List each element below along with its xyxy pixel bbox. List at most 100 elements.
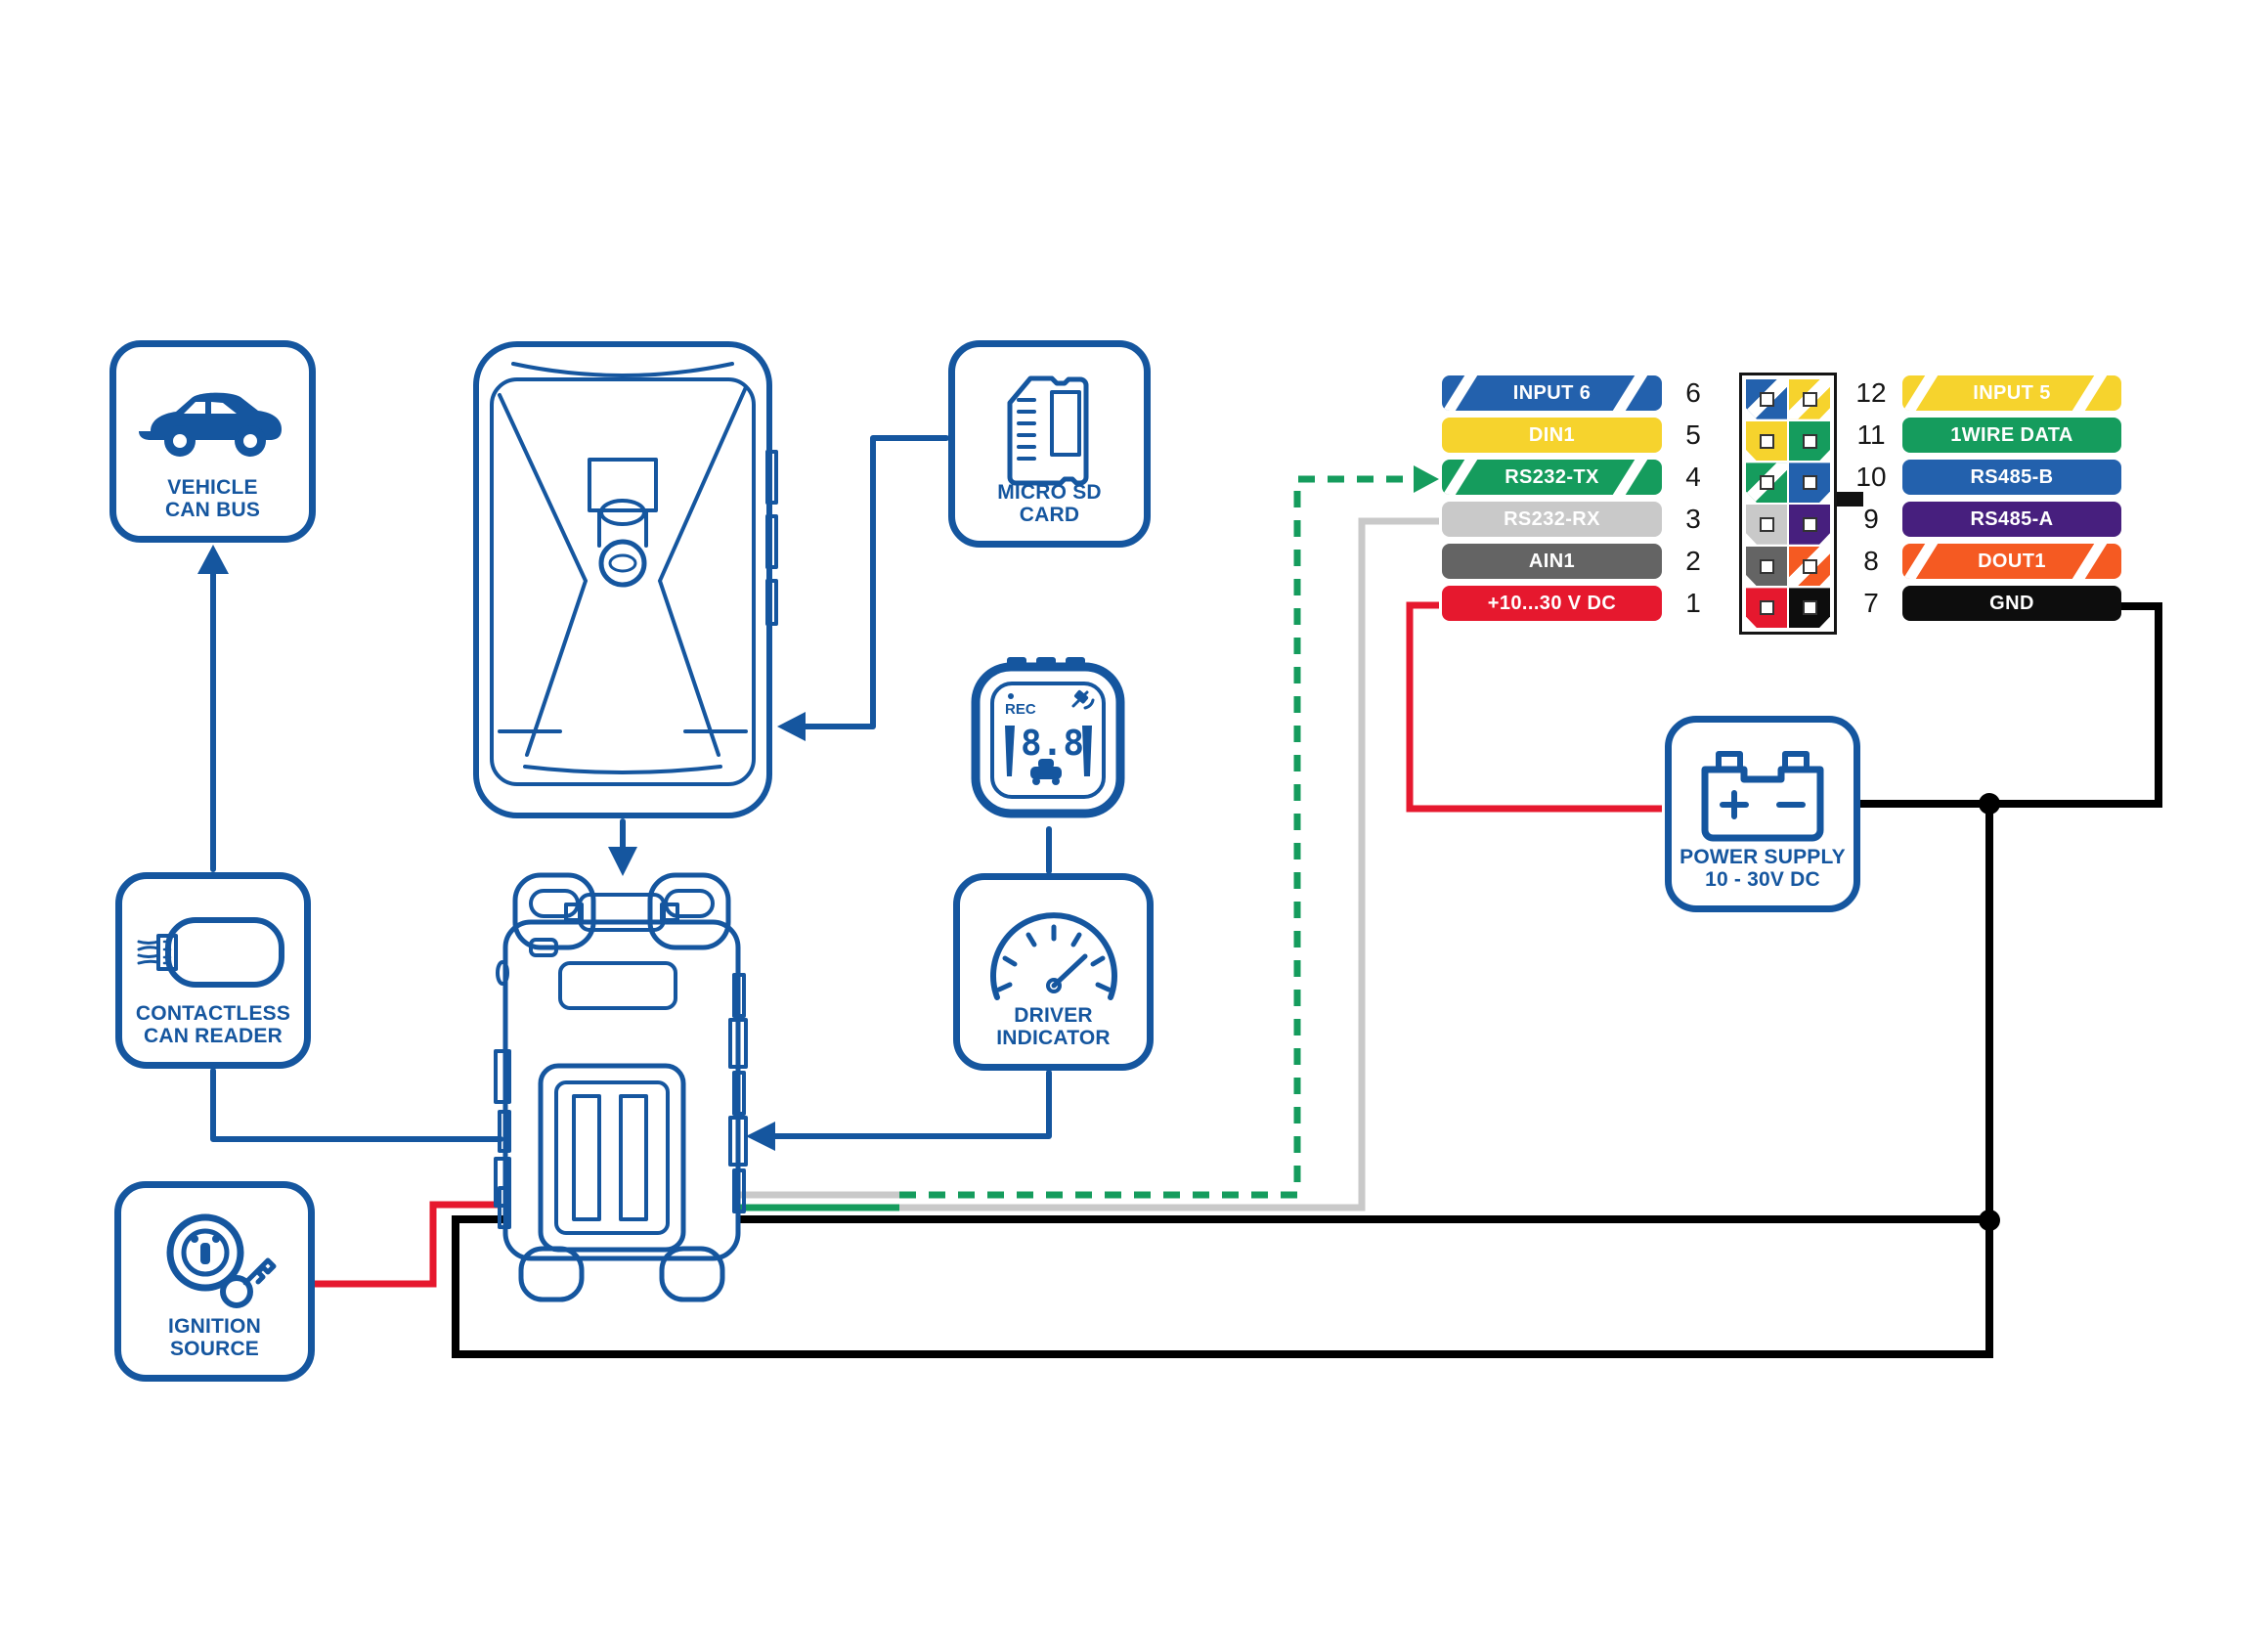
rs232-tx-arrowhead [1414,465,1439,493]
pin-label: RS485-B [1902,460,2121,495]
rs232-rx-wire [736,517,1439,1211]
pinhole [1802,391,1817,407]
pin-row: 7 GND [1840,586,2121,621]
connector-housing [1739,373,1837,635]
tracker-device [494,872,748,1302]
micro-sd-icon [1007,375,1088,486]
signal-bar-right [1082,726,1092,776]
side-button [765,450,778,505]
rec-label: REC [1005,701,1036,718]
can-reader-icon [137,917,284,988]
connector-key-tab [1837,492,1863,507]
junction-dot-top [1979,793,2000,815]
vehicle-can-bus-label: VEHICLE CAN BUS [164,475,261,522]
pin-number: 1 [1685,588,1701,618]
pin-row: 10 RS485-B [1840,460,2121,495]
connector-row [1746,505,1830,545]
connector-cell [1746,420,1787,462]
pin-number: 2 [1685,546,1701,576]
connector-cell [1746,505,1787,545]
pinhole [1759,516,1774,532]
pin-row: 11 1WIRE DATA [1840,418,2121,453]
pin-label: +10...30 V DC [1442,586,1662,621]
pin-label: INPUT 5 [1902,375,2121,411]
power-supply-box: POWER SUPPLY 10 - 30V DC [1665,716,1860,912]
connector-cell [1789,505,1830,545]
pin-label: RS485-A [1902,502,2121,537]
pinhole [1802,475,1817,491]
connector-cell [1789,379,1830,419]
dashcam-device [473,341,778,818]
connector-cell [1789,463,1830,504]
connector-cell [1746,379,1787,419]
pin-label: AIN1 [1442,544,1662,579]
display-digits: 8.8 [1021,724,1084,764]
camera-mount [599,499,646,526]
pin-row: 12 INPUT 5 [1840,375,2121,411]
ignition-key-icon [166,1213,276,1308]
pin-column-right: 12 INPUT 5 11 1WIRE DATA 10 RS485-B 9 RS… [1840,375,2121,621]
connector-row [1746,420,1830,462]
pin-label: 1WIRE DATA [1902,418,2121,453]
pinhole [1802,433,1817,449]
micro-sd-card-label: MICRO SD CARD [997,480,1102,527]
pinhole [1802,516,1817,532]
car-glyph [1030,759,1062,785]
connector-row [1746,463,1830,504]
pinhole [1759,391,1774,407]
ignition-source-box: IGNITION SOURCE [114,1181,315,1382]
driver-to-tracker-line [767,1070,1052,1139]
vehicle-can-bus-box: VEHICLE CAN BUS [109,340,316,543]
connector-cell [1789,420,1830,462]
pinhole [1802,558,1817,574]
contactless-can-reader-box: CONTACTLESS CAN READER [115,872,311,1069]
driver-indicator-label: DRIVER INDICATOR [996,1003,1111,1050]
camera-lens [598,539,647,588]
junction-dot-bottom [1979,1210,2000,1231]
pin-row: DIN1 5 [1442,418,1724,453]
power-supply-label: POWER SUPPLY 10 - 30V DC [1679,845,1846,892]
connector-row [1746,379,1830,419]
pin-row: INPUT 6 6 [1442,375,1724,411]
device-label-area [558,961,677,1010]
vehicle-arrowhead [197,545,229,574]
pin-row: RS232-TX 4 [1442,460,1724,495]
connector-cell [1746,546,1787,587]
pin-number: 9 [1863,504,1879,534]
side-button [765,579,778,626]
pin-number: 12 [1855,377,1887,408]
pinhole [1759,600,1774,616]
pin-label: RS232-RX [1442,502,1662,537]
pin-label: DIN1 [1442,418,1662,453]
pinhole [1759,475,1774,491]
ignition-source-label: IGNITION SOURCE [168,1314,261,1361]
pin-number: 3 [1685,504,1701,534]
canreader-to-tracker-line [210,1068,503,1142]
connector-cell [1746,463,1787,504]
camera-arrowhead [777,712,806,741]
pin-row: 8 DOUT1 [1840,544,2121,579]
pin-row: AIN1 2 [1442,544,1724,579]
pin-row: 9 RS485-A [1840,502,2121,537]
pin-label: DOUT1 [1902,544,2121,579]
driver-indicator-box: DRIVER INDICATOR [953,873,1154,1071]
signal-bar-left [1005,726,1015,776]
side-button [765,514,778,569]
battery-icon [1701,751,1824,842]
pin-number: 11 [1856,419,1886,450]
connector-slot [619,1094,648,1221]
connector-row [1746,546,1830,587]
pin-number: 6 [1685,377,1701,408]
microsd-to-camera-line [803,435,949,729]
gnd-wire [452,602,2162,1358]
power-positive-wire [1406,601,1662,813]
driver-display-unit: REC 8.8 [971,657,1125,818]
pin-label: INPUT 6 [1442,375,1662,411]
contactless-can-reader-label: CONTACTLESS CAN READER [135,1001,291,1048]
pinhole [1759,558,1774,574]
connector-row [1746,588,1830,629]
micro-sd-card-box: MICRO SD CARD [948,340,1151,548]
pin-number: 4 [1685,462,1701,492]
